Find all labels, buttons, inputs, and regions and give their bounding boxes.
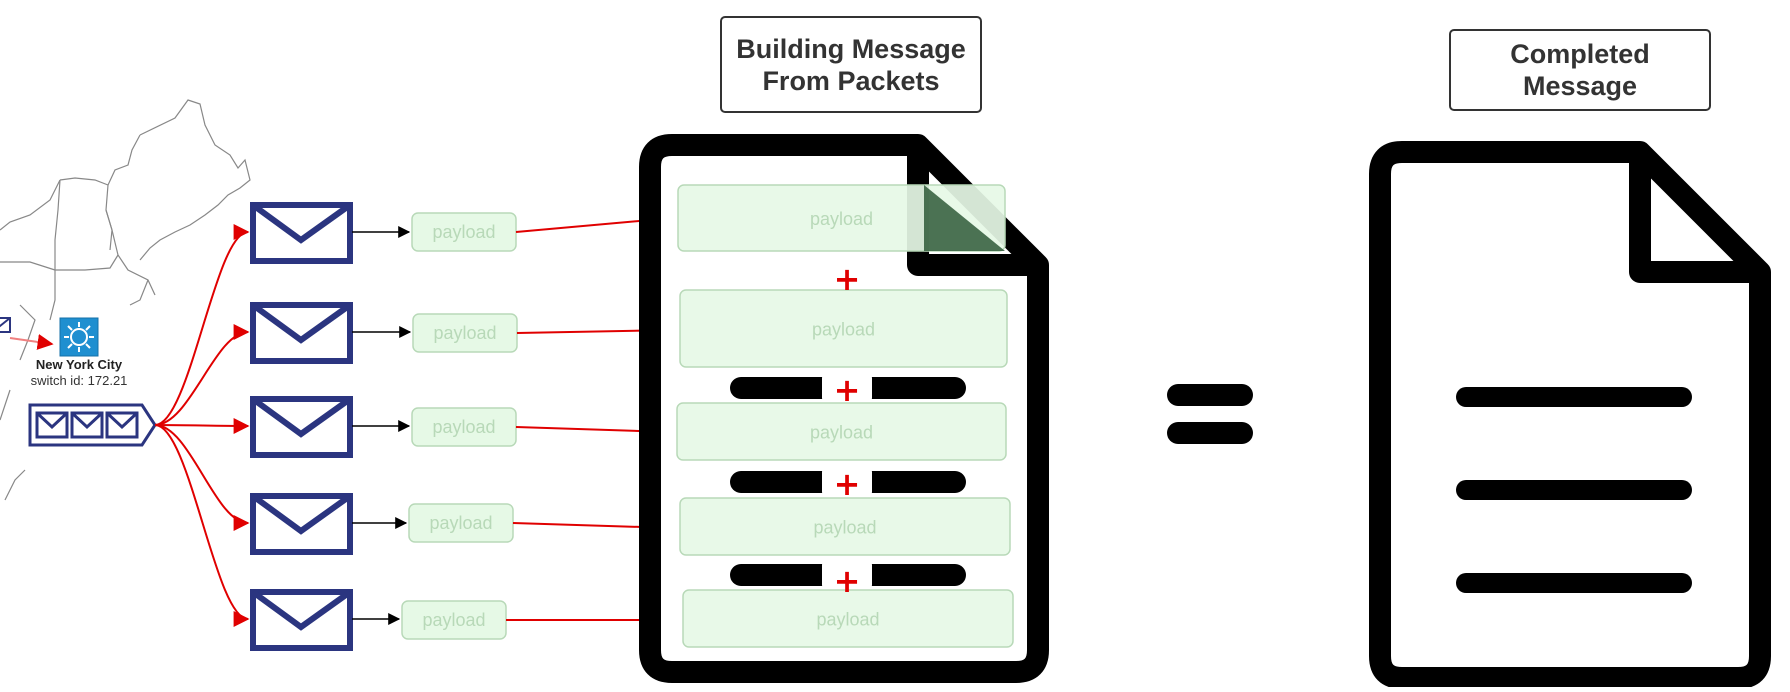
plus-sign: + [834,562,861,600]
fan-arrow-2 [154,324,250,426]
message-segment-box [677,184,1006,252]
packet-payload-label: payload [429,513,492,533]
incoming-envelope-icon [0,317,11,333]
packet-envelope-icon [250,493,353,555]
message-segment-box [682,589,1014,648]
message-segment-label: payload [810,423,873,443]
northeast-map [0,99,251,501]
packet-envelope-icon [250,589,353,651]
message-segment-box [679,497,1011,556]
dog-ear-overlay [924,185,1005,251]
message-segment-label: payload [813,518,876,538]
plus-sign: + [834,260,861,298]
building-title-line-1: Building Message [736,33,966,64]
plus-sign: + [834,465,861,503]
message-segment-label: payload [812,320,875,340]
equals-sign [1167,384,1253,444]
message-segment-box [676,402,1007,461]
message-segment-label: payload [810,209,873,229]
building-message-title: Building Message From Packets [720,16,982,113]
completed-title-line-1: Completed [1510,39,1650,69]
message-bundle-icon [28,403,157,447]
packet-envelope-icon [250,202,353,264]
plus-sign: + [834,371,861,409]
building-title-line-2: From Packets [762,65,940,96]
city-label: New York City [36,357,123,372]
message-segment-label: payload [816,610,879,630]
fan-arrow-5 [154,424,250,627]
completed-title-line-2: Message [1522,71,1638,101]
packet-payload-label: payload [432,222,495,242]
plus-gap [822,561,872,589]
completed-document-icon [1369,141,1771,689]
incoming-arrow [9,334,54,350]
plus-gap [822,468,872,496]
packet-payload-label: payload [432,417,495,437]
fan-arrow-1 [154,224,250,426]
plus-gap [822,374,872,402]
packet-payload-label: payload [422,610,485,630]
packet-envelope-icon [250,396,353,458]
fan-arrow-4 [154,424,250,531]
fan-arrow-3 [154,417,250,434]
fan-out-arrows [154,224,250,627]
message-segments: payload payload payload payload payload + + + + [676,184,1014,648]
packet-payload-label: payload [433,323,496,343]
packet-rows: payload payload payload payload payload [250,202,683,651]
switch-icon [59,317,99,357]
packet-envelope-icon [250,302,353,364]
completed-message-title: Completed Message [1449,29,1711,111]
message-segment-box [679,289,1008,368]
switch-id-label: switch id: 172.21 [31,373,128,388]
